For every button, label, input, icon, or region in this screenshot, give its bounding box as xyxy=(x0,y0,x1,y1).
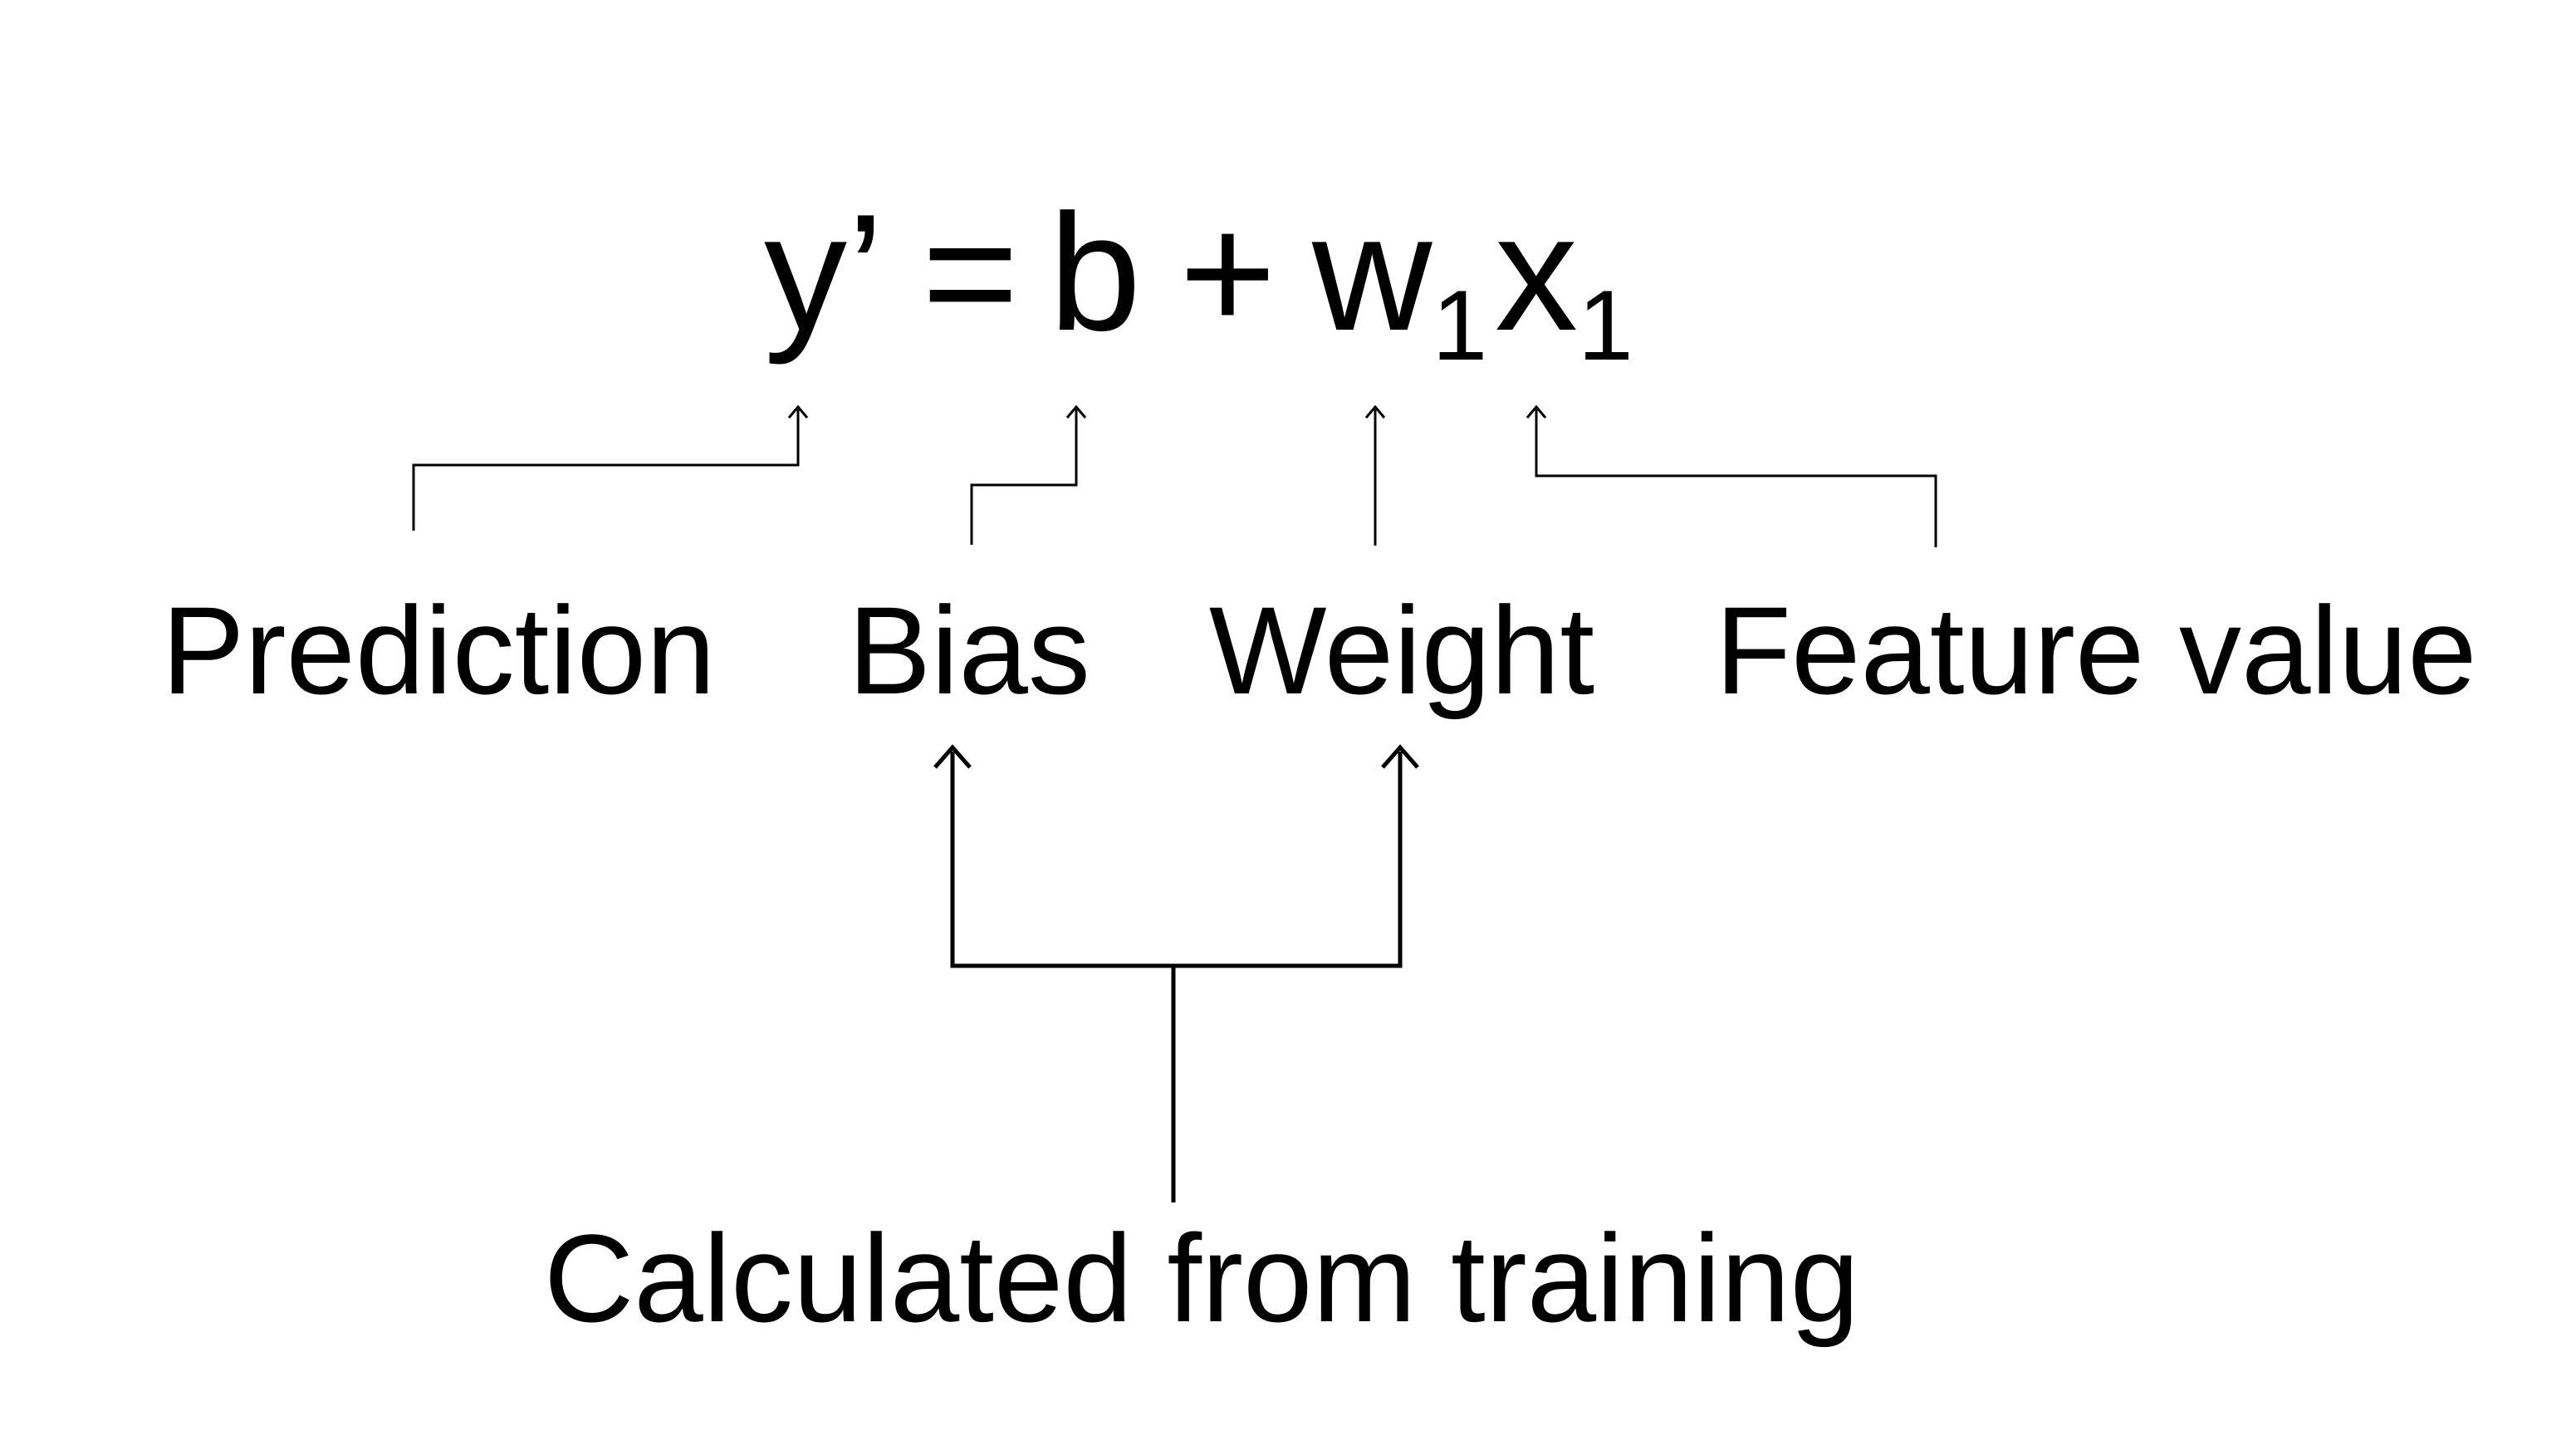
formula-weight-subscript: 1 xyxy=(1432,270,1488,381)
formula-weight-term: w1 xyxy=(1312,190,1487,376)
bias-label: Bias xyxy=(848,580,1090,720)
bias-arrow-up-icon xyxy=(1065,404,1087,419)
formula-equals-sign: = xyxy=(922,180,1019,365)
calculated-right-arrow-up-icon xyxy=(1381,744,1419,769)
formula-weight-base: w xyxy=(1312,180,1432,365)
calculated-left-arrow-up-icon xyxy=(933,744,972,769)
formula-plus-sign: + xyxy=(1179,180,1276,365)
feature-value-connector-line xyxy=(1535,409,1937,547)
feature-value-label: Feature value xyxy=(1715,580,2477,720)
formula-bias-term: b xyxy=(1049,180,1142,365)
feature-value-arrow-up-icon xyxy=(1526,404,1547,419)
formula-feature-subscript: 1 xyxy=(1578,270,1633,381)
formula-feature-base: x xyxy=(1495,180,1578,365)
prediction-arrow-up-icon xyxy=(787,404,809,419)
prediction-label: Prediction xyxy=(161,580,716,720)
formula-feature-term: x1 xyxy=(1495,190,1633,376)
weight-label: Weight xyxy=(1208,580,1595,720)
calculated-from-training-label: Calculated from training xyxy=(543,1208,1860,1348)
bias-connector-line xyxy=(970,409,1078,545)
prediction-connector-line xyxy=(412,409,800,531)
formula-prediction-term: y’ xyxy=(764,180,884,365)
calculated-bracket-line xyxy=(950,752,1403,968)
weight-arrow-up-icon xyxy=(1364,404,1386,419)
